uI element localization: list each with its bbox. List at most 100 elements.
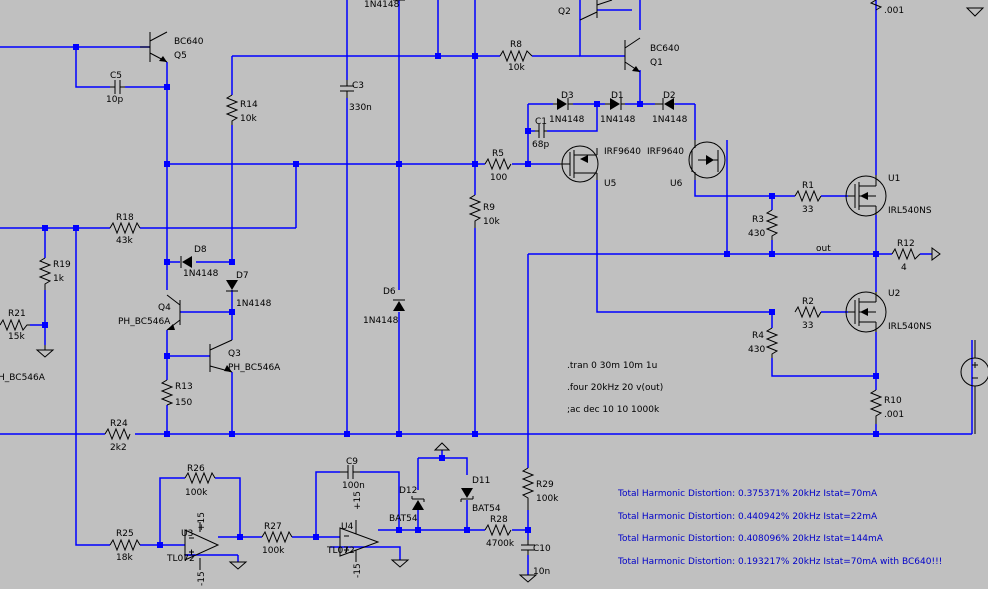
label-d6-value: 1N4148	[363, 316, 399, 326]
mosfet-symbol-u6	[688, 140, 726, 180]
label-r19-value: 1k	[53, 274, 65, 284]
label-r3-value: 430	[748, 229, 765, 239]
label-c9-value: 100n	[342, 481, 365, 491]
mosfet-symbol-u1	[845, 175, 887, 217]
resistor-symbol-r5	[484, 157, 512, 171]
spice-directives[interactable]: .tran 0 30m 10m 1u .four 20kHz 20 v(out)…	[567, 361, 663, 415]
capacitor-symbol-c9	[340, 465, 360, 479]
label-u4-name: U4	[341, 522, 354, 532]
label-d7-name: D7	[236, 271, 249, 281]
result-line-1: Total Harmonic Distortion: 0.375371% 20k…	[617, 489, 878, 499]
label-c3-name: C3	[352, 81, 364, 91]
label-d8-value: 1N4148	[183, 269, 219, 279]
diode-symbol-d2	[664, 98, 674, 110]
label-r14-name: R14	[240, 100, 258, 110]
mosfet-symbol-u2	[845, 291, 887, 333]
label-c1-name: C1	[535, 117, 547, 127]
capacitor-symbol-c3	[340, 80, 354, 98]
ground-symbol	[390, 559, 410, 568]
transistor-symbol-q1	[624, 37, 641, 73]
label-c9-name: C9	[346, 457, 358, 467]
label-c5-name: C5	[110, 71, 122, 81]
diode-bar-d2	[655, 98, 675, 110]
label-d12-value: BAT54	[389, 514, 418, 524]
label-r1-value: 33	[802, 205, 813, 215]
ground-symbol	[35, 345, 55, 358]
label-r8-value: 10k	[508, 63, 525, 73]
label-r11-value: .001	[884, 6, 904, 16]
directive-ac: ;ac dec 10 10 1000k	[567, 405, 660, 415]
net-label-out: out	[816, 244, 831, 254]
label-u6-name: U6	[670, 179, 683, 189]
transistor-symbol-q3	[209, 339, 233, 373]
label-r18-value: 43k	[116, 236, 133, 246]
label-dtop-value: 1N4148	[364, 0, 400, 10]
directive-four: .four 20kHz 20 v(out)	[567, 383, 663, 393]
diode-symbol-d11	[461, 488, 473, 498]
directive-tran: .tran 0 30m 10m 1u	[567, 361, 657, 371]
label-q4-value: PH_BC546A	[118, 317, 171, 327]
label-r8-name: R8	[510, 40, 522, 50]
label-r10-value: .001	[884, 410, 904, 420]
label-d3-name: D3	[561, 91, 574, 101]
resistor-symbol-r1	[794, 189, 822, 203]
label-d2-name: D2	[663, 91, 676, 101]
resistor-symbol-r21	[0, 318, 30, 332]
resistor-symbol-r2	[794, 305, 822, 319]
label-q1-name: Q1	[650, 58, 663, 68]
label-c5-value: 10p	[106, 95, 123, 105]
resistor-symbol-r28	[484, 523, 512, 537]
resistor-symbol-r26	[184, 471, 216, 485]
label-r2-name: R2	[802, 297, 814, 307]
label-r21-value: 15k	[8, 332, 25, 342]
label-u2-name: U2	[888, 289, 900, 299]
capacitor-symbol-c1	[535, 124, 547, 138]
label-q1-value: BC640	[650, 44, 680, 54]
resistor-symbol-r25	[109, 538, 141, 552]
result-line-2: Total Harmonic Distortion: 0.440942% 20k…	[617, 512, 878, 522]
label-qx-value: H_BC546A	[0, 373, 46, 383]
label-r4-value: 430	[748, 345, 765, 355]
diode-bar-d12	[411, 496, 425, 502]
label-r21-name: R21	[8, 309, 26, 319]
opamp-symbol-u3	[184, 522, 220, 570]
label-c10-value: 10n	[533, 567, 550, 577]
label-r18-name: R18	[116, 213, 134, 223]
label-r12-name: R12	[897, 239, 915, 249]
label-u5-value: IRF9640	[604, 147, 641, 157]
junction-dots	[42, 44, 879, 548]
label-d11-value: BAT54	[472, 504, 501, 514]
label-u4-vpos: +15	[353, 491, 363, 510]
label-u3-name: U3	[181, 529, 193, 539]
label-r25-name: R25	[116, 529, 134, 539]
resistor-symbol-r9	[468, 194, 482, 228]
label-r25-value: 18k	[116, 553, 133, 563]
diode-symbol-d3	[557, 98, 567, 110]
resistor-symbol-r27	[261, 530, 293, 544]
label-d7-value: 1N4148	[236, 299, 272, 309]
label-q5-name: Q5	[174, 51, 187, 61]
label-r9-value: 10k	[483, 217, 500, 227]
label-r3-name: R3	[752, 215, 764, 225]
label-r2-value: 33	[802, 321, 813, 331]
thd-results[interactable]: Total Harmonic Distortion: 0.375371% 20k…	[617, 489, 942, 567]
label-r12-value: 4	[901, 263, 907, 273]
output-arrow	[931, 247, 941, 261]
label-d8-name: D8	[194, 245, 207, 255]
label-d2-value: 1N4148	[652, 115, 688, 125]
ground-symbol	[965, 7, 985, 17]
label-r26-value: 100k	[185, 488, 208, 498]
label-u6-value: IRF9640	[647, 147, 684, 157]
result-line-3: Total Harmonic Distortion: 0.408096% 20k…	[617, 534, 884, 544]
label-d1-value: 1N4148	[600, 115, 636, 125]
label-r10-name: R10	[884, 396, 902, 406]
resistor-symbol-r10	[869, 389, 883, 424]
label-q4-name: Q4	[158, 303, 171, 313]
ground-symbol	[228, 561, 248, 570]
resistor-symbol-r19	[38, 257, 52, 290]
label-u3-vpos: +15	[197, 512, 207, 531]
label-u5-name: U5	[604, 179, 616, 189]
label-r27-value: 100k	[262, 546, 285, 556]
